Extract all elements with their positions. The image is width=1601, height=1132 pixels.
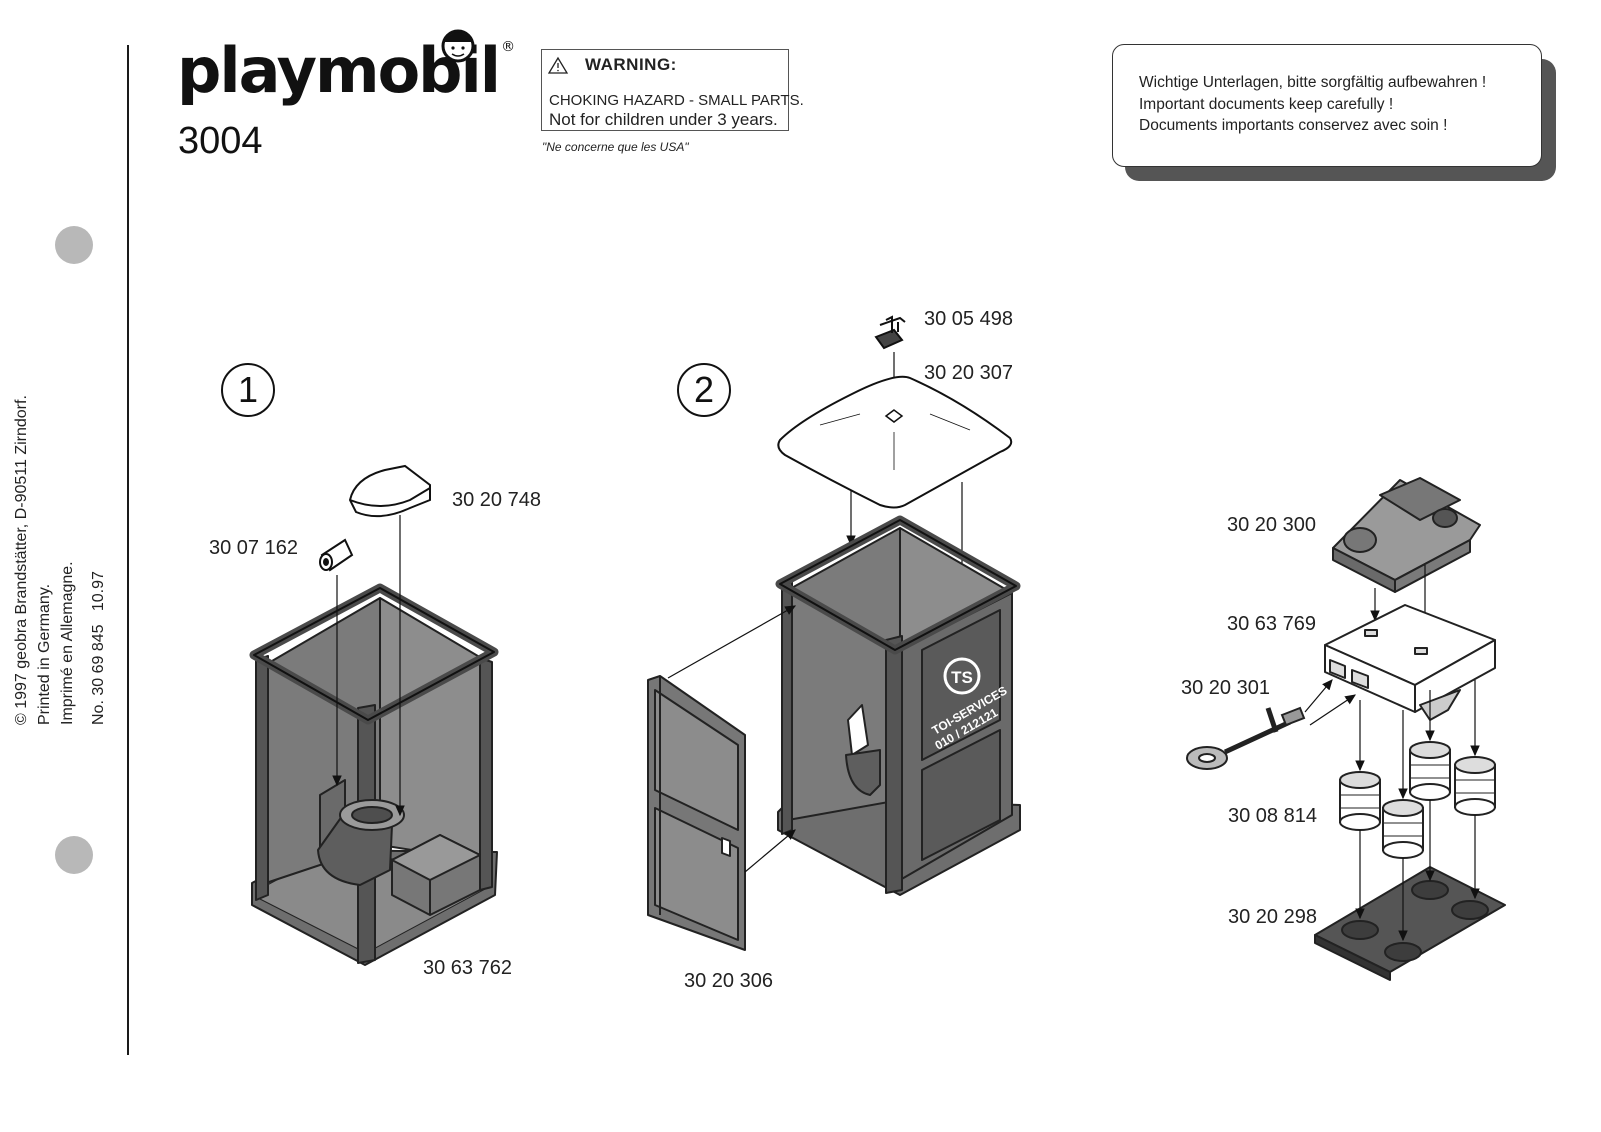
punch-hole-bottom [55,836,93,874]
documents-en: Important documents keep carefully ! [1139,95,1394,113]
step-2-badge: 2 [677,363,731,417]
toilet-lid-30-20-748 [348,464,431,518]
documents-fr: Documents importants conservez avec soin… [1139,117,1448,134]
booth-base-30-63-762 [249,583,499,966]
warning-line-1: CHOKING HAZARD - SMALL PARTS. [549,92,804,109]
roof-fitting-30-05-498 [874,315,906,350]
part-label-30-20-306: 30 20 306 [684,970,773,992]
warning-title: WARNING: [585,55,677,74]
booth-sign-logo-text: TS [951,668,973,687]
margin-line [127,45,129,1055]
part-label-30-20-748: 30 20 748 [452,489,541,511]
tank-base-30-20-298 [1314,866,1506,981]
step-1-badge: 1 [221,363,275,417]
tank-body-30-63-769 [1324,604,1496,721]
part-label-30-63-762: 30 63 762 [423,957,512,979]
door-30-20-306 [647,675,746,951]
part-label-30-08-814: 30 08 814 [1228,805,1317,827]
tank-top-30-20-300 [1332,477,1481,593]
part-label-30-05-498: 30 05 498 [924,308,1013,330]
booth-body [775,515,1021,896]
part-label-30-20-298: 30 20 298 [1228,906,1317,928]
barrels-30-08-814 [1339,741,1496,859]
booth-sign-logo: TS [943,657,981,695]
toilet-roll-30-07-162 [319,538,354,572]
roof-30-20-307 [777,375,1013,509]
documents-text: Wichtige Unterlagen, bitte sorgfältig au… [1139,72,1486,137]
warning-box [541,49,789,131]
model-number: 3004 [178,120,263,162]
part-label-30-20-307: 30 20 307 [924,362,1013,384]
documents-de: Wichtige Unterlagen, bitte sorgfältig au… [1139,74,1487,91]
warning-line-2: Not for children under 3 years. [549,110,778,129]
warning-usa-note: "Ne concerne que les USA" [542,140,689,154]
documents-box [1112,44,1542,167]
valve-key-30-20-301 [1186,706,1306,770]
punch-hole-top [55,226,93,264]
part-label-30-07-162: 30 07 162 [209,537,298,559]
part-label-30-20-301: 30 20 301 [1181,677,1270,699]
part-label-30-63-769: 30 63 769 [1227,613,1316,635]
part-label-30-20-300: 30 20 300 [1227,514,1316,536]
